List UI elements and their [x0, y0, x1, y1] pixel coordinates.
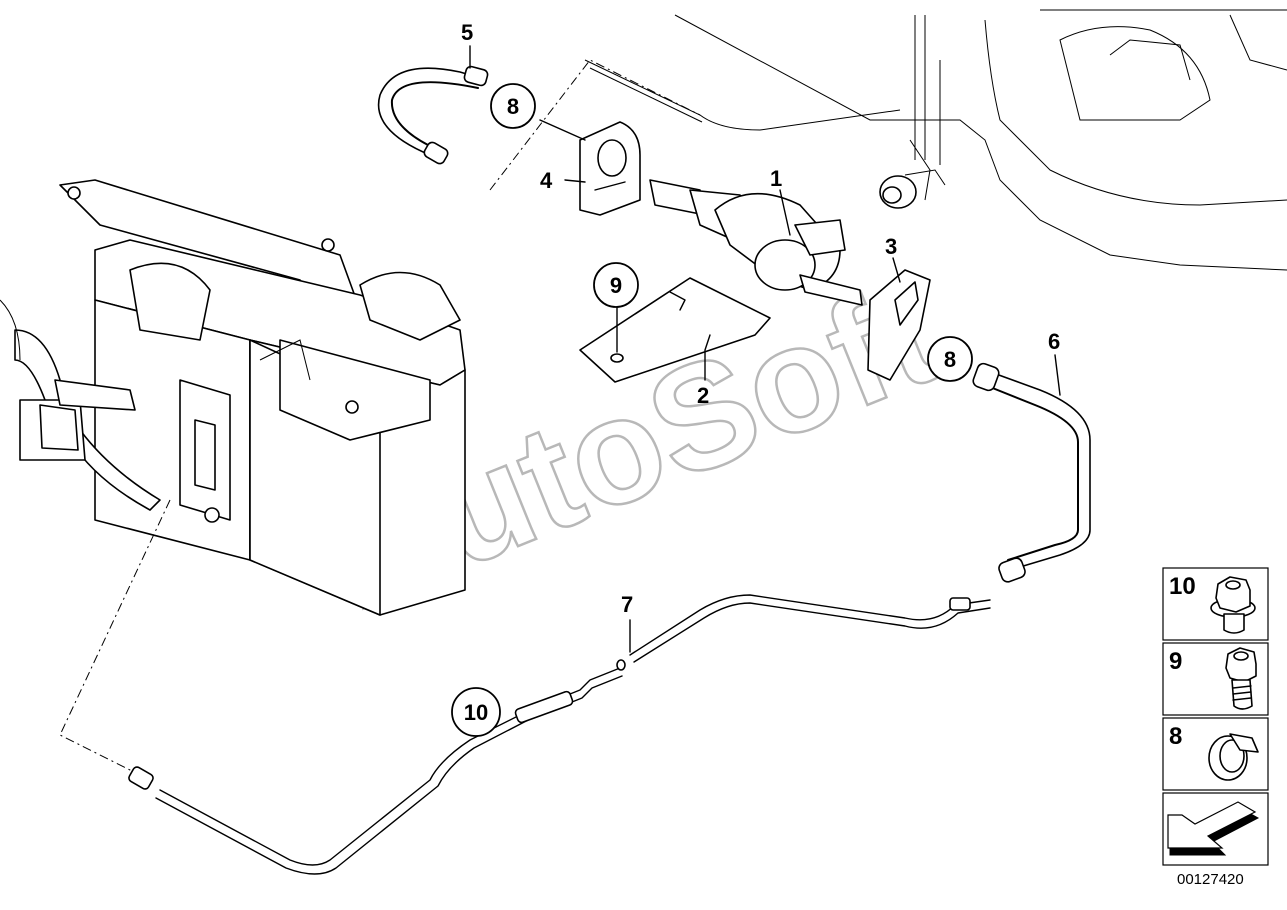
callout-4: 4: [540, 168, 553, 193]
auxiliary-heater-unit: [0, 179, 466, 616]
svg-text:3: 3: [885, 234, 897, 259]
callout-7: 7: [621, 592, 633, 617]
holder-3: [867, 269, 931, 381]
svg-text:8: 8: [507, 94, 519, 119]
callout-3: 3: [885, 234, 897, 259]
circled-callout-9: 9: [593, 262, 639, 308]
hex-bolt-icon: [1225, 647, 1257, 710]
fuel-hose-6: [972, 362, 1091, 583]
diagram-id: 00127420: [1177, 871, 1244, 888]
callout-6: 6: [1048, 329, 1060, 354]
hose-clamp-icon: [1208, 733, 1259, 781]
parts-legend: 10 9 8 00127420: [1162, 567, 1269, 888]
fuel-line-7: [128, 594, 991, 875]
callout-leaders: [469, 45, 1061, 653]
callout-5: 5: [461, 20, 473, 45]
svg-text:1: 1: [770, 166, 782, 191]
circled-callout-8-top: 8: [490, 83, 536, 129]
bracket-2: [579, 277, 771, 383]
svg-text:2: 2: [697, 383, 709, 408]
circled-callout-10: 10: [451, 687, 501, 737]
dosing-pump-1: [649, 179, 863, 306]
svg-text:9: 9: [610, 273, 622, 298]
flange-nut-icon: [1210, 576, 1256, 634]
fuel-hose-5: [377, 65, 489, 165]
callout-1: 1: [770, 166, 782, 191]
svg-text:10: 10: [464, 700, 488, 725]
arrow-pointer-icon: [1167, 801, 1260, 856]
svg-text:10: 10: [1169, 573, 1196, 600]
pump-holder-4: [579, 121, 641, 216]
svg-text:6: 6: [1048, 329, 1060, 354]
svg-text:4: 4: [540, 168, 553, 193]
svg-text:9: 9: [1169, 648, 1182, 675]
reference-line-heater: [59, 499, 171, 776]
circled-callout-8-right: 8: [927, 336, 973, 382]
svg-text:8: 8: [1169, 723, 1182, 750]
callout-2: 2: [697, 383, 709, 408]
svg-text:7: 7: [621, 592, 633, 617]
vehicle-body-background: [584, 9, 1287, 271]
svg-text:8: 8: [944, 347, 956, 372]
svg-text:5: 5: [461, 20, 473, 45]
